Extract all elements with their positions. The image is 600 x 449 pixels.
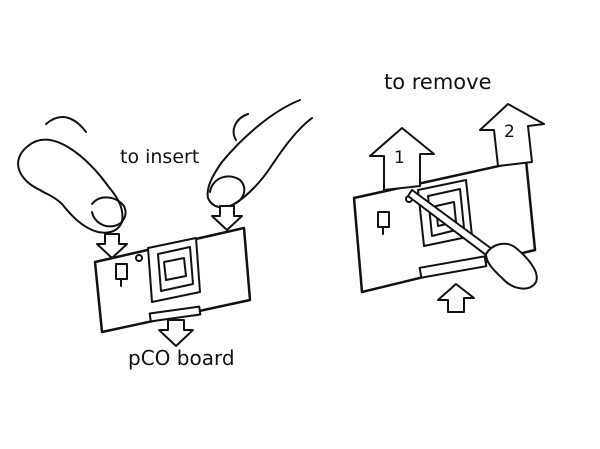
screwdriver: [407, 189, 538, 290]
right-finger: [206, 99, 313, 209]
board-caption: pCO board: [128, 346, 235, 370]
remove-caption: to remove: [384, 70, 492, 94]
insert-caption: to insert: [120, 146, 200, 168]
remove-arrow-bottom: [437, 283, 475, 313]
insert-arrow-bottom: [158, 319, 194, 347]
arrow-2-number: 2: [504, 122, 515, 142]
arrow-1-number: 1: [394, 148, 405, 168]
insert-arrow-right: [211, 205, 243, 231]
remove-panel: [352, 103, 545, 313]
left-finger: [17, 116, 127, 234]
insert-board: [93, 226, 252, 334]
remove-arrow-1: [369, 127, 435, 191]
insert-arrow-left: [96, 233, 128, 259]
remove-arrow-2: [479, 103, 545, 167]
insert-panel: [17, 99, 313, 347]
